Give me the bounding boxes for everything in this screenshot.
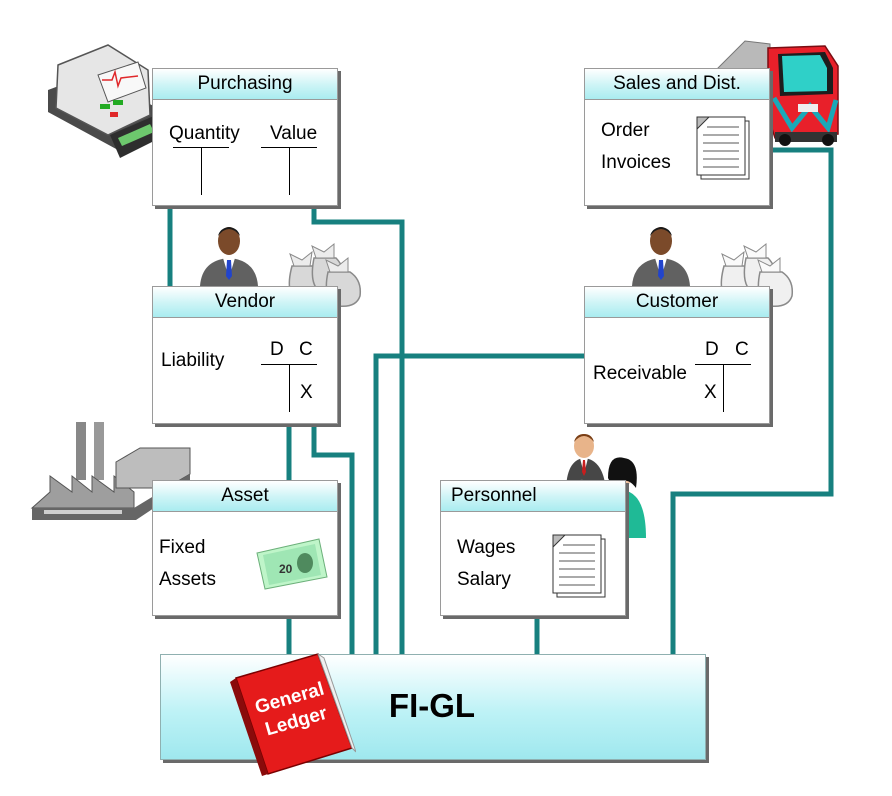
asset-title: Asset bbox=[153, 481, 337, 512]
sales-invoices-label: Invoices bbox=[601, 152, 671, 173]
personnel-box: Personnel Wages Salary bbox=[440, 480, 626, 616]
purchasing-quantity-label: Quantity bbox=[169, 123, 240, 144]
personnel-wages-label: Wages bbox=[457, 537, 516, 558]
purchasing-box: Purchasing Quantity Value bbox=[152, 68, 338, 206]
vendor-entry-mark: X bbox=[300, 382, 313, 403]
personnel-salary-label: Salary bbox=[457, 569, 511, 590]
personnel-title: Personnel bbox=[441, 481, 625, 512]
fi-gl-label: FI-GL bbox=[388, 687, 476, 724]
t-account-customer-v bbox=[723, 364, 724, 412]
asset-assets-label: Assets bbox=[159, 569, 217, 590]
customer-title: Customer bbox=[585, 287, 769, 318]
vendor-credit-label: C bbox=[299, 339, 313, 360]
document-icon bbox=[552, 534, 606, 598]
money-bags-icon bbox=[720, 242, 794, 308]
purchasing-value-label: Value bbox=[270, 123, 318, 144]
sales-title: Sales and Dist. bbox=[585, 69, 769, 100]
connector-customer-gl bbox=[373, 353, 585, 656]
customer-receivable-label: Receivable bbox=[593, 363, 687, 384]
customer-box: Customer Receivable D C X bbox=[584, 286, 770, 424]
ledger-book-icon: General Ledger bbox=[230, 652, 356, 776]
purchasing-title: Purchasing bbox=[153, 69, 337, 100]
asset-box: Asset Fixed Assets 20 bbox=[152, 480, 338, 616]
connector-sales-gl bbox=[670, 147, 834, 656]
t-account-value-v bbox=[289, 147, 290, 195]
customer-entry-mark: X bbox=[704, 382, 717, 403]
customer-credit-label: C bbox=[735, 339, 749, 360]
vendor-title: Vendor bbox=[153, 287, 337, 318]
cash-register-icon bbox=[48, 44, 166, 158]
banknote-icon: 20 bbox=[256, 538, 328, 590]
svg-text:20: 20 bbox=[279, 562, 293, 576]
asset-fixed-label: Fixed bbox=[159, 537, 206, 558]
person-icon bbox=[632, 227, 690, 286]
vendor-liability-label: Liability bbox=[161, 350, 225, 371]
sales-box: Sales and Dist. Order Invoices bbox=[584, 68, 770, 206]
t-account-quantity-v bbox=[201, 147, 202, 195]
factory-icon bbox=[30, 422, 191, 520]
vendor-debit-label: D bbox=[270, 339, 284, 360]
sales-order-label: Order bbox=[601, 120, 650, 141]
t-account-vendor-v bbox=[289, 364, 290, 412]
person-icon bbox=[200, 227, 258, 286]
connector-purchasing-gl bbox=[311, 205, 405, 656]
document-icon bbox=[696, 116, 750, 180]
vendor-box: Vendor Liability D C X bbox=[152, 286, 338, 424]
customer-debit-label: D bbox=[705, 339, 719, 360]
connector-vendor-gl bbox=[311, 424, 355, 656]
